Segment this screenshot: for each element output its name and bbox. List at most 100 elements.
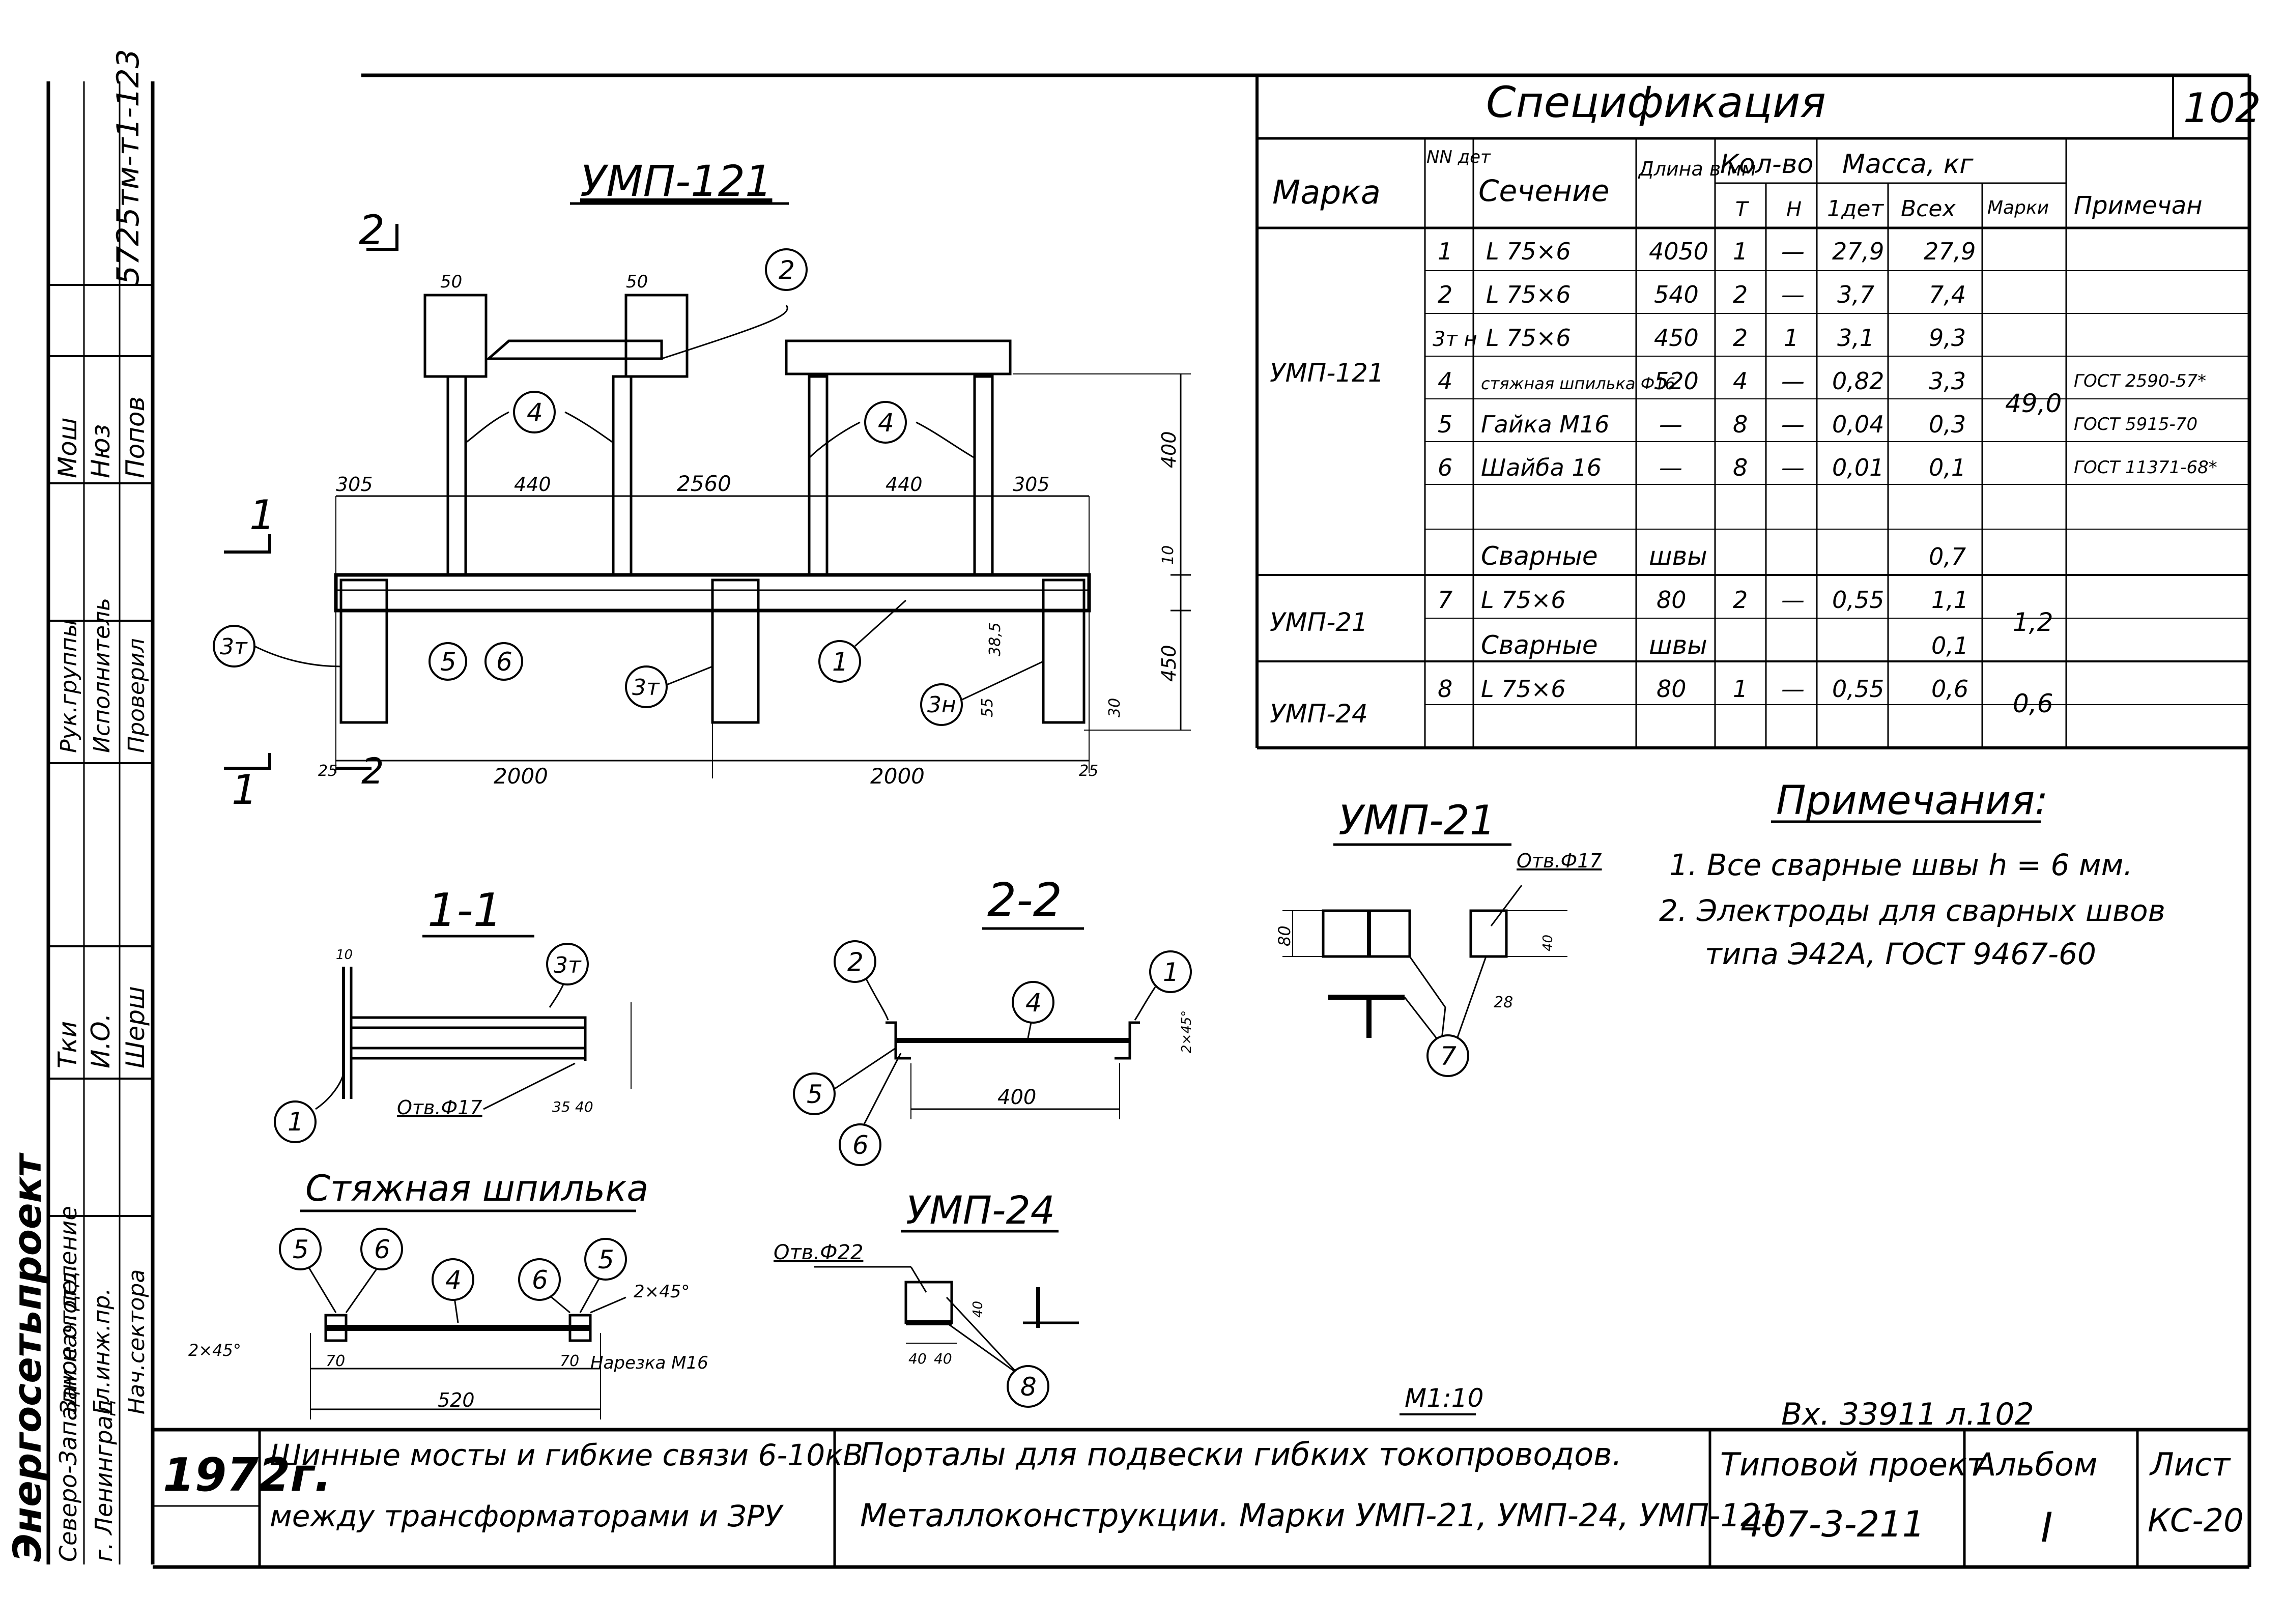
cell-m1: 0,55	[1832, 586, 1884, 614]
stud-detail: Стяжная шпилька 5 6 4 6 5	[188, 1168, 708, 1419]
org-name: Энергосетьпроект	[5, 1152, 50, 1562]
cell-t: 8	[1733, 454, 1748, 481]
table-row: 7 L 75×6 80 2 — 0,55 1,1	[1438, 586, 1968, 614]
cell-m1: 0,01	[1832, 454, 1884, 481]
dim-2000: 2000	[494, 764, 548, 789]
thread-m16: Нарезка М16	[590, 1353, 708, 1373]
cell-m1: 0,04	[1832, 411, 1884, 438]
dim-2x45: 2×45°	[634, 1282, 690, 1302]
cell-note: ГОСТ 11371-68*	[2074, 457, 2217, 478]
callout-3t: 3т	[632, 675, 660, 701]
dim-520: 520	[438, 1389, 475, 1411]
role-1: Зам.нач.отд.	[56, 1264, 82, 1414]
table-row: Сварные швы 0,7	[1481, 541, 1966, 571]
sheet-frame	[46, 73, 2251, 1569]
cell-sech: L 75×6	[1481, 675, 1566, 703]
cell-sech: L 75×6	[1486, 238, 1571, 265]
main-drawing: УМП-121	[213, 156, 1191, 814]
name-6: Попов	[121, 396, 150, 478]
main-title: УМП-121	[580, 156, 772, 206]
cell-det: 4	[1438, 367, 1452, 395]
callout-1: 1	[288, 1107, 304, 1137]
name-5: Нюз	[86, 424, 116, 478]
dim-25: 25	[318, 762, 337, 780]
cell-det: 5	[1438, 411, 1452, 438]
note-2a: 2. Электроды для сварных швов	[1659, 893, 2165, 928]
cell-n: —	[1781, 238, 1805, 265]
callout-4: 4	[878, 408, 894, 438]
hdr-kolvo: Кол-во	[1720, 149, 1813, 180]
stamp-mid-title-2: Металлоконструкции. Марки УМП-21, УМП-24…	[860, 1497, 1781, 1534]
cell-t: 2	[1733, 281, 1748, 308]
side-code: 5725тм-т1-123	[110, 49, 146, 285]
cell-mall: 9,3	[1929, 324, 1966, 352]
dim-450: 450	[1158, 645, 1180, 682]
cell-t: 1	[1733, 675, 1748, 703]
cell-det: 1	[1438, 238, 1452, 265]
cell-len: 80	[1657, 675, 1687, 703]
cell-m1: 0,55	[1832, 675, 1884, 703]
cell-len: 450	[1654, 324, 1699, 352]
hdr-vseh: Всех	[1901, 196, 1956, 222]
cell-det: 8	[1438, 675, 1452, 703]
cell-t: 8	[1733, 411, 1748, 438]
dim-305: 305	[336, 473, 373, 496]
cell-mall: 0,3	[1929, 411, 1966, 438]
hdr-t: Т	[1735, 198, 1750, 221]
cell-len: —	[1659, 411, 1682, 438]
hdr-n: Н	[1786, 198, 1802, 221]
callout-5: 5	[598, 1245, 614, 1274]
callout-4: 4	[527, 398, 543, 427]
role-4: Рук.группы	[56, 620, 82, 753]
cell-sech: L 75×6	[1481, 586, 1566, 614]
table-row: 1 L 75×6 4050 1 — 27,9 27,9	[1438, 238, 1976, 265]
cell-det: 2	[1438, 281, 1452, 308]
cell-m1: 0,82	[1832, 367, 1884, 395]
cell-sech: Сварные	[1481, 630, 1598, 660]
cell-det: 3т н	[1433, 328, 1477, 351]
table-row: Сварные швы 0,1	[1481, 630, 1968, 660]
umn-21-title: УМП-21	[1338, 797, 1496, 844]
dim-50: 50	[440, 272, 462, 292]
dim-40: 40	[908, 1350, 927, 1367]
cell-n: —	[1781, 411, 1805, 438]
notes-title: Примечания:	[1776, 778, 2048, 824]
role-2: Гл.инж.пр.	[89, 1288, 115, 1414]
cell-note: ГОСТ 2590-57*	[2074, 371, 2206, 391]
callout-1: 1	[1163, 958, 1179, 987]
stamp-sheet-number: КС-20	[2148, 1502, 2244, 1539]
callout-5: 5	[293, 1235, 309, 1264]
dim-10: 10	[336, 947, 353, 963]
cell-len: швы	[1649, 630, 1707, 660]
dim-45: 40	[970, 1301, 986, 1318]
umn-21-detail: УМП-21 7 Отв.Ф17 80 40 28	[1275, 797, 1602, 1077]
callout-6: 6	[496, 647, 512, 677]
section-2-2: 2-2 2 4 1 5 6 400 2×45°	[793, 874, 1194, 1166]
spec-table: 102 Спецификация Марка NN дет Сечение Дл…	[1270, 77, 2261, 729]
stamp-project-number: 407-3-211	[1740, 1503, 1925, 1545]
dim-55: 55	[979, 698, 996, 717]
section-1-1: 1-1 1 3т Отв.Ф17 35 40 10	[274, 884, 632, 1143]
cell-sech: L 75×6	[1486, 281, 1571, 308]
sheet-number: 102	[2183, 84, 2261, 132]
role-6: Проверил	[124, 638, 150, 753]
table-row: 8 L 75×6 80 1 — 0,55 0,6	[1438, 675, 1968, 703]
dim-50: 50	[626, 272, 648, 292]
stamp-year: 1972г.	[163, 1448, 332, 1502]
umn-24-title: УМП-24	[906, 1187, 1055, 1233]
callout-8: 8	[1020, 1372, 1037, 1402]
section-mark-1: 1	[249, 491, 275, 539]
cell-mall: 0,1	[1931, 632, 1968, 659]
org-city: г. Ленинград	[90, 1399, 118, 1562]
hdr-1det: 1дет	[1827, 196, 1884, 222]
cell-sech: Шайба 16	[1481, 454, 1602, 481]
callout-4: 4	[445, 1265, 462, 1295]
table-row: 2 L 75×6 540 2 — 3,7 7,4	[1438, 281, 1966, 308]
cell-mmark-121: 49,0	[2005, 389, 2062, 418]
cell-n: 1	[1784, 324, 1798, 352]
cell-m1: 27,9	[1832, 238, 1884, 265]
dim-440: 440	[886, 473, 923, 496]
dim-2x45: 2×45°	[188, 1341, 241, 1360]
spec-title: Спецификация	[1486, 77, 1826, 127]
spec-table-lines	[1255, 75, 2249, 749]
